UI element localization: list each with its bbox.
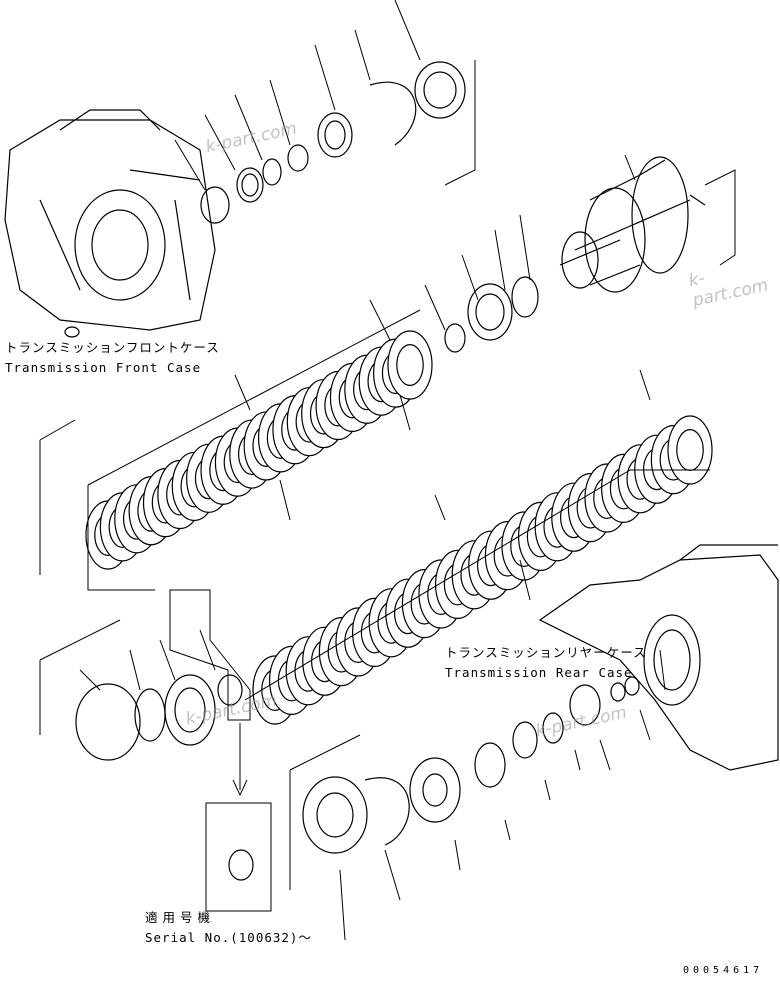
- figure-number: 00054617: [683, 965, 764, 976]
- rear-case-label-jp: トランスミッションリヤーケース: [445, 645, 647, 660]
- rear-case-housing: [538, 544, 779, 771]
- serial-label-jp: 適用号機: [145, 910, 216, 925]
- serial-label-en: Serial No.(100632)～: [145, 930, 312, 945]
- upper-parts: [200, 61, 539, 353]
- bracket-lines: [39, 60, 736, 912]
- upper-clutch-pack: [85, 330, 433, 570]
- front-case-label-jp: トランスミッションフロントケース: [5, 340, 220, 355]
- leader-lines: [79, 0, 666, 941]
- rear-case-label-en: Transmission Rear Case: [445, 665, 633, 680]
- clutch-drum-assembly: [559, 156, 706, 293]
- clutch-disc: [396, 344, 424, 387]
- lower-parts: [75, 674, 640, 881]
- clutch-disc: [676, 429, 704, 472]
- front-case-label-en: Transmission Front Case: [5, 360, 202, 375]
- front-case-housing: [4, 109, 216, 338]
